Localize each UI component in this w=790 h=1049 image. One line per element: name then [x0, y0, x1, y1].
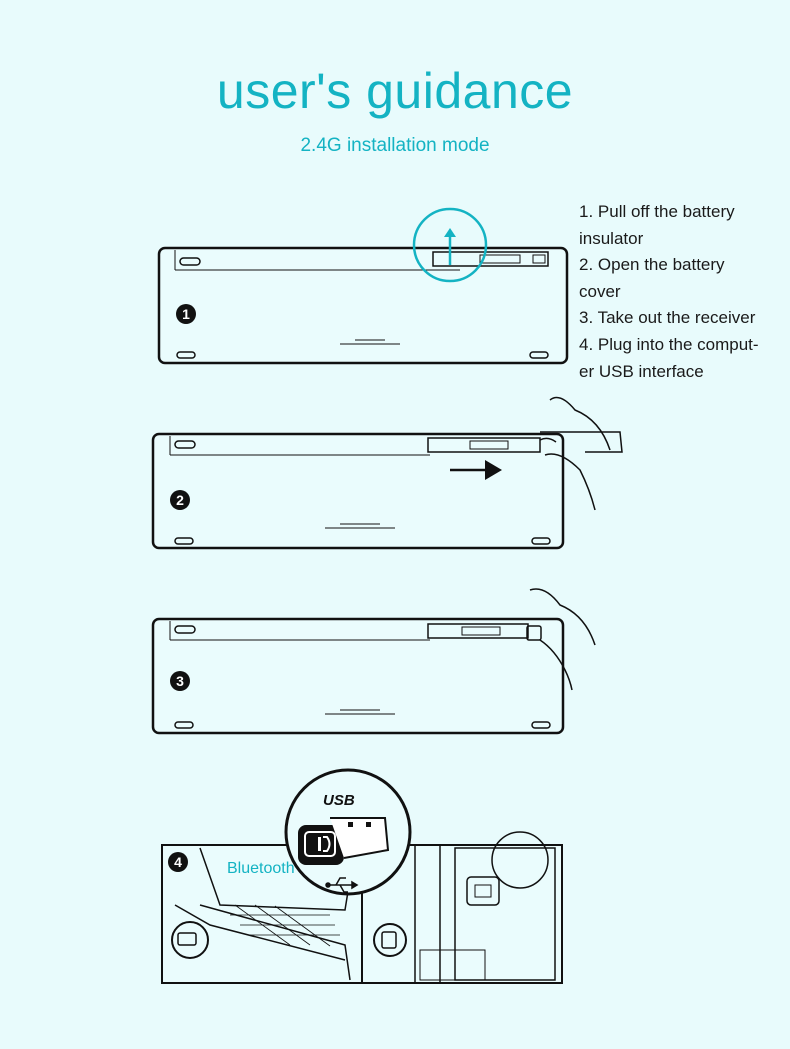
instruction-step-3: 3. Take out the receiver	[579, 308, 756, 328]
keyboard-bottom-step-1	[157, 246, 569, 365]
instruction-step-4: 4. Plug into the comput- er USB interfac…	[579, 334, 759, 381]
bluetooth-label: Bluetooth	[227, 860, 295, 877]
page-title: user's guidance	[216, 63, 574, 119]
hand-icon	[539, 396, 623, 511]
instruction-step-2: 2. Open the battery cover	[579, 255, 725, 301]
usb-icon	[325, 877, 359, 893]
slide-arrow-icon	[450, 460, 502, 480]
step-marker-1: 1	[176, 304, 196, 324]
keyboard-bottom-step-3	[151, 617, 565, 735]
instruction-list: 1. Pull off the battery insulator 2. Ope…	[579, 199, 784, 385]
usb-receiver-zoom-circle	[284, 768, 412, 896]
step-marker-4: 4	[168, 852, 188, 872]
keyboard-bottom-step-2	[151, 432, 565, 550]
insulator-highlight-circle	[412, 207, 488, 283]
usb-label: USB	[323, 792, 355, 809]
instruction-step-1: 1. Pull off the battery insulator	[579, 202, 735, 248]
step-marker-2: 2	[170, 490, 190, 510]
step-marker-3: 3	[170, 671, 190, 691]
hand-icon	[526, 588, 596, 691]
page-subtitle: 2.4G installation mode	[300, 135, 490, 156]
